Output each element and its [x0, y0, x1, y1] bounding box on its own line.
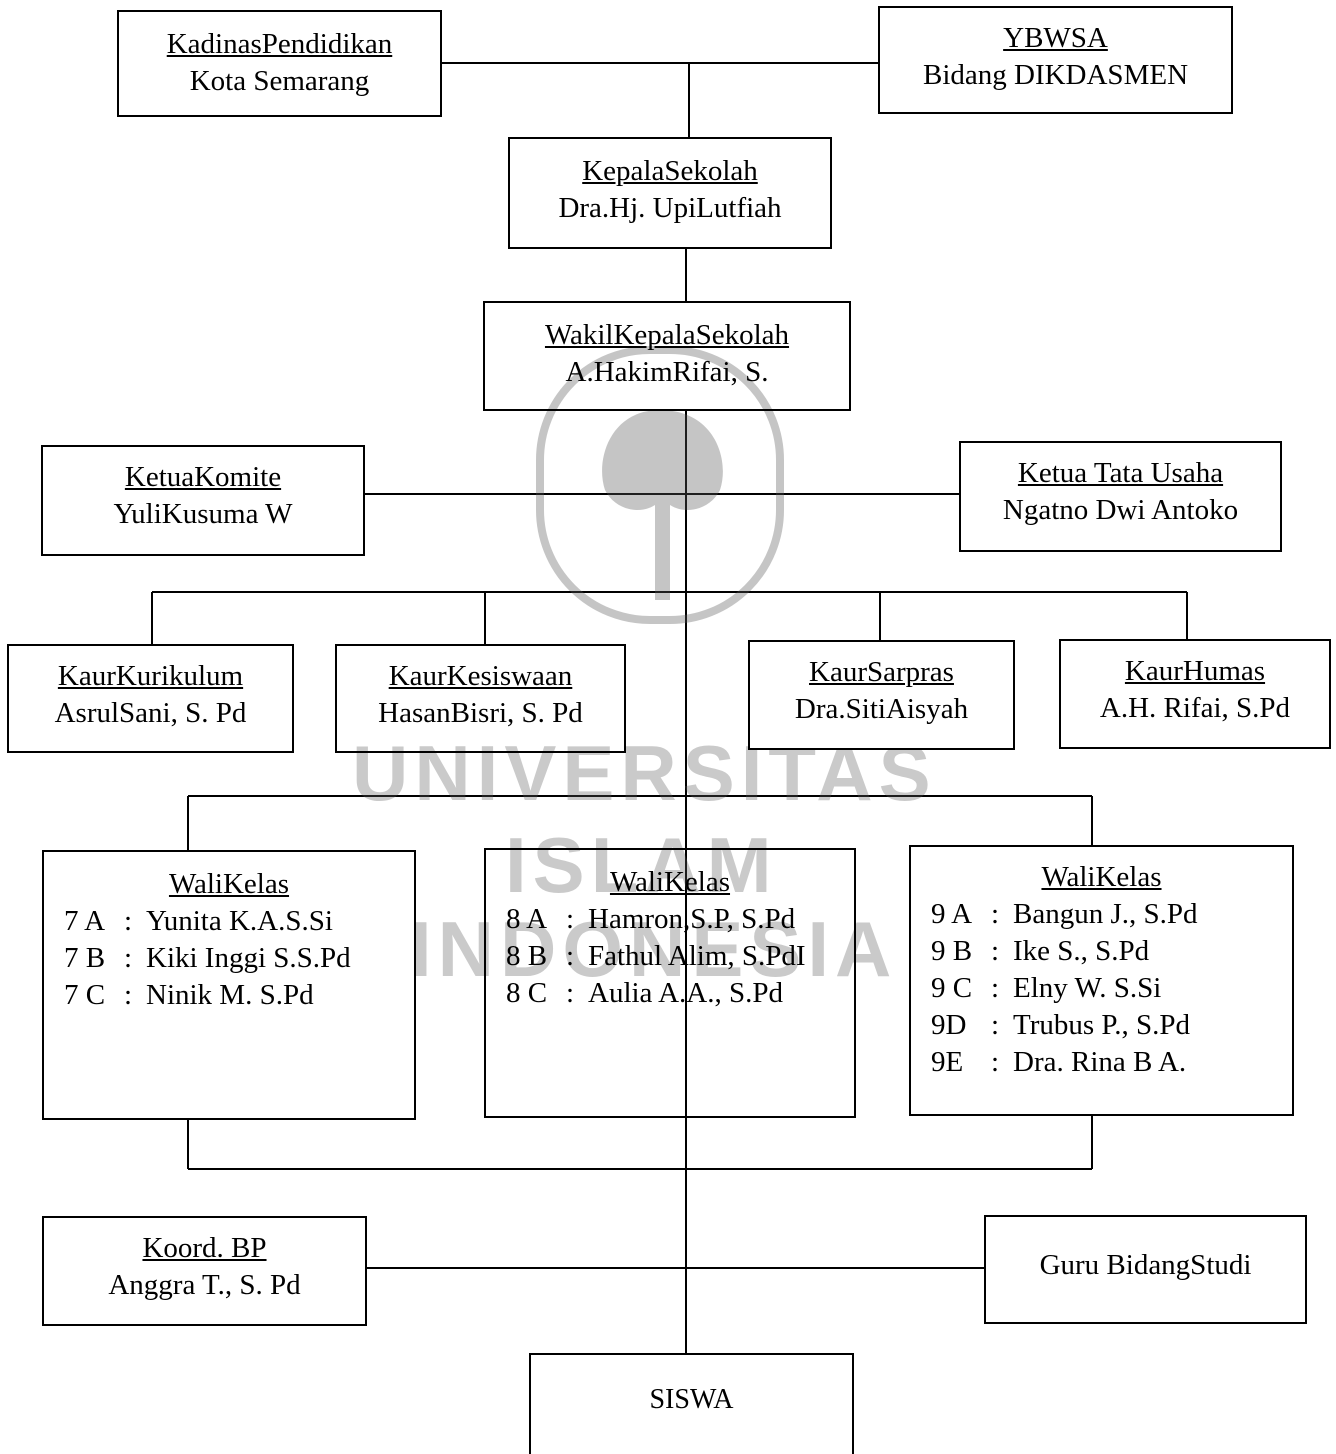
- wali-row: 9 B: Ike S., S.Pd: [931, 933, 1292, 970]
- wali-kelas-7-box: WaliKelas 7 A: Yunita K.A.S.Si 7 B: Kiki I…: [42, 850, 416, 1120]
- teacher-name: Dra. Rina B A.: [1013, 1046, 1187, 1078]
- separator: :: [991, 1009, 1000, 1041]
- ketua-komite-name: YuliKusuma W: [113, 498, 293, 530]
- kepala-sekolah-name: Dra.Hj. UpiLutfiah: [558, 192, 782, 224]
- wali-kelas-8-box: WaliKelas 8 A: Hamron,S.P, S.Pd 8 B: Fathu…: [484, 848, 856, 1118]
- kaur-humas-name: A.H. Rifai, S.Pd: [1099, 692, 1291, 724]
- class-label: 9 B: [931, 935, 973, 967]
- koord-bp-box: Koord. BP Anggra T., S. Pd: [42, 1216, 367, 1326]
- kaur-sarpras-box: KaurSarpras Dra.SitiAisyah: [748, 640, 1015, 750]
- kepala-sekolah-box: KepalaSekolah Dra.Hj. UpiLutfiah: [508, 137, 832, 249]
- guru-bidang-studi-label: Guru BidangStudi: [1039, 1249, 1252, 1281]
- separator: :: [991, 972, 1000, 1004]
- ybwsa-name: Bidang DIKDASMEN: [922, 59, 1189, 91]
- wali-kelas-9-title: WaliKelas: [1041, 861, 1162, 893]
- guru-bidang-studi-box: Guru BidangStudi: [984, 1215, 1307, 1324]
- teacher-name: Ninik M. S.Pd: [146, 979, 314, 1011]
- wali-row: 7 C: Ninik M. S.Pd: [64, 977, 414, 1014]
- separator: :: [566, 977, 575, 1009]
- separator: :: [991, 935, 1000, 967]
- wali-row: 7 A: Yunita K.A.S.Si: [64, 903, 414, 940]
- wali-row: 9E: Dra. Rina B A.: [931, 1044, 1292, 1081]
- teacher-name: Yunita K.A.S.Si: [146, 905, 333, 937]
- wali-row: 8 B: Fathul Alim, S.PdI: [506, 938, 854, 975]
- ybwsa-box: YBWSA Bidang DIKDASMEN: [878, 6, 1233, 114]
- wali-row: 9 A: Bangun J., S.Pd: [931, 896, 1292, 933]
- wali-row: 8 C: Aulia A.A., S.Pd: [506, 975, 854, 1012]
- class-label: 9 A: [931, 898, 973, 930]
- ketua-komite-title: KetuaKomite: [124, 461, 282, 493]
- wakil-kepala-sekolah-name: A.HakimRifai, S.: [565, 356, 769, 388]
- wali-row: 8 A: Hamron,S.P, S.Pd: [506, 901, 854, 938]
- wakil-kepala-sekolah-title: WakilKepalaSekolah: [544, 319, 790, 351]
- separator: :: [991, 1046, 1000, 1078]
- ketua-komite-box: KetuaKomite YuliKusuma W: [41, 445, 365, 556]
- siswa-label: SISWA: [649, 1384, 734, 1415]
- ketua-tata-usaha-name: Ngatno Dwi Antoko: [1002, 494, 1239, 526]
- teacher-name: Hamron,S.P, S.Pd: [588, 903, 796, 935]
- teacher-name: Trubus P., S.Pd: [1013, 1009, 1191, 1041]
- wali-row: 9 C: Elny W. S.Si: [931, 970, 1292, 1007]
- kaur-humas-box: KaurHumas A.H. Rifai, S.Pd: [1059, 639, 1331, 749]
- wali-kelas-9-box: WaliKelas 9 A: Bangun J., S.Pd 9 B: Ike S.…: [909, 845, 1294, 1116]
- kaur-kurikulum-title: KaurKurikulum: [57, 660, 244, 692]
- ketua-tata-usaha-title: Ketua Tata Usaha: [1017, 457, 1224, 489]
- kaur-humas-title: KaurHumas: [1124, 655, 1266, 687]
- class-label: 7 C: [64, 979, 106, 1011]
- kaur-kurikulum-box: KaurKurikulum AsrulSani, S. Pd: [7, 644, 294, 753]
- class-label: 8 A: [506, 903, 548, 935]
- separator: :: [124, 979, 133, 1011]
- kepala-sekolah-title: KepalaSekolah: [582, 155, 758, 187]
- koord-bp-name: Anggra T., S. Pd: [108, 1269, 301, 1301]
- wali-kelas-7-title: WaliKelas: [168, 868, 290, 900]
- class-label: 9 C: [931, 972, 973, 1004]
- wali-row: 9D: Trubus P., S.Pd: [931, 1007, 1292, 1044]
- class-label: 8 C: [506, 977, 548, 1009]
- teacher-name: Fathul Alim, S.PdI: [588, 940, 806, 972]
- separator: :: [991, 898, 1000, 930]
- kadinas-box: KadinasPendidikan Kota Semarang: [117, 10, 442, 117]
- koord-bp-title: Koord. BP: [142, 1232, 267, 1264]
- separator: :: [566, 903, 575, 935]
- ketua-tata-usaha-box: Ketua Tata Usaha Ngatno Dwi Antoko: [959, 441, 1282, 552]
- kadinas-title: KadinasPendidikan: [166, 28, 393, 60]
- class-label: 7 A: [64, 905, 106, 937]
- kadinas-name: Kota Semarang: [189, 65, 370, 97]
- kaur-kesiswaan-name: HasanBisri, S. Pd: [378, 697, 583, 729]
- teacher-name: Bangun J., S.Pd: [1013, 898, 1198, 930]
- class-label: 9E: [931, 1046, 964, 1078]
- kaur-kesiswaan-box: KaurKesiswaan HasanBisri, S. Pd: [335, 644, 626, 753]
- kaur-sarpras-name: Dra.SitiAisyah: [794, 693, 969, 725]
- class-label: 8 B: [506, 940, 548, 972]
- teacher-name: Elny W. S.Si: [1013, 972, 1162, 1004]
- teacher-name: Ike S., S.Pd: [1013, 935, 1150, 967]
- wali-kelas-8-title: WaliKelas: [609, 866, 731, 898]
- wali-row: 7 B: Kiki Inggi S.S.Pd: [64, 940, 414, 977]
- teacher-name: Kiki Inggi S.S.Pd: [146, 942, 351, 974]
- ybwsa-title: YBWSA: [1003, 22, 1108, 54]
- separator: :: [124, 905, 133, 937]
- separator: :: [566, 940, 575, 972]
- class-label: 7 B: [64, 942, 106, 974]
- separator: :: [124, 942, 133, 974]
- wakil-kepala-sekolah-box: WakilKepalaSekolah A.HakimRifai, S.: [483, 301, 851, 411]
- kaur-kurikulum-name: AsrulSani, S. Pd: [54, 697, 247, 729]
- kaur-sarpras-title: KaurSarpras: [809, 656, 954, 688]
- teacher-name: Aulia A.A., S.Pd: [588, 977, 783, 1009]
- class-label: 9D: [931, 1009, 967, 1041]
- kaur-kesiswaan-title: KaurKesiswaan: [388, 660, 573, 692]
- siswa-box: SISWA: [529, 1353, 854, 1454]
